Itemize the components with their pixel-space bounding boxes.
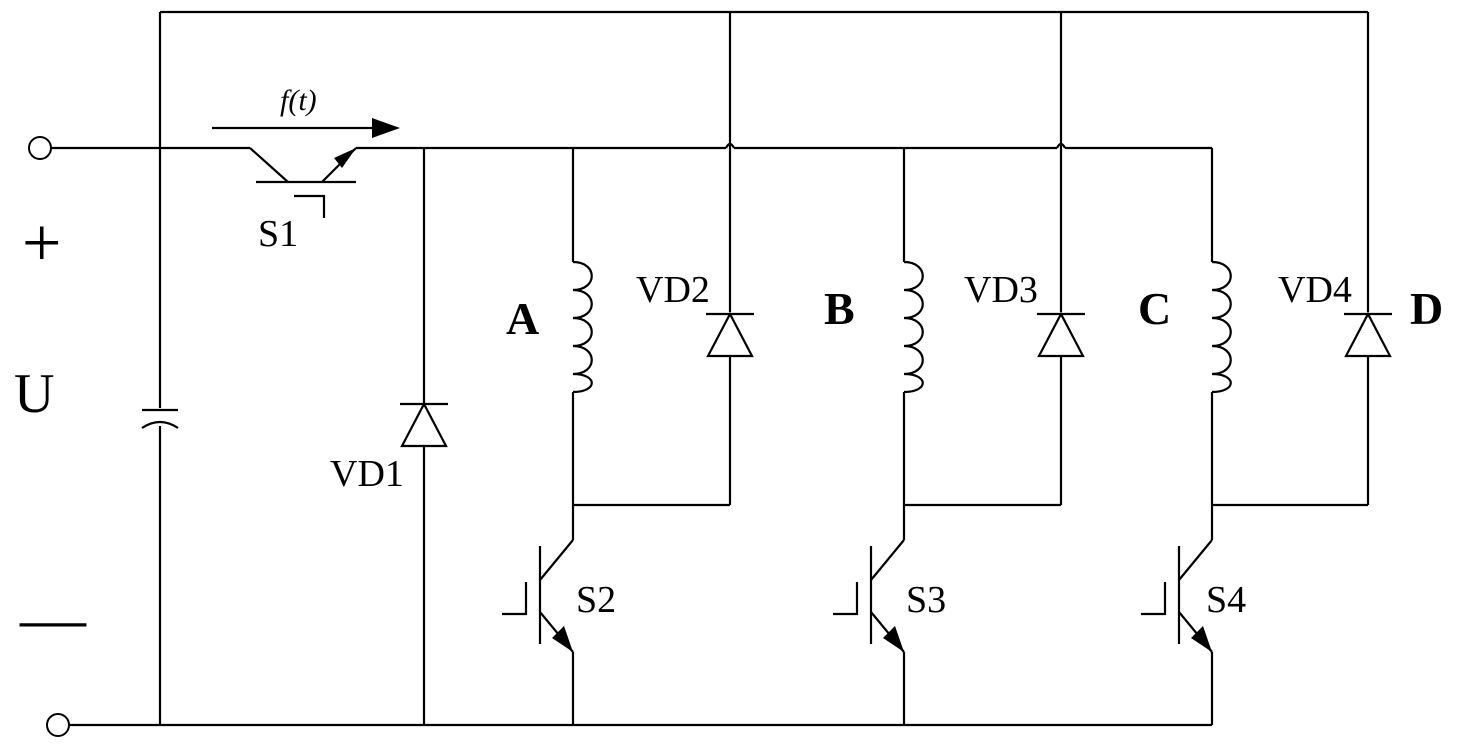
diode-vd2	[706, 314, 754, 356]
switch-label-s1: S1	[258, 213, 298, 255]
switch-s2	[502, 540, 573, 652]
diode-vd3	[1037, 314, 1085, 356]
switch-label-s4: S4	[1206, 579, 1246, 621]
plus-label: +	[22, 205, 61, 282]
wires	[52, 12, 1368, 725]
diode-label-vd2: VD2	[636, 269, 710, 311]
diode-vd4	[1344, 314, 1392, 356]
coil-b	[904, 262, 923, 392]
switch-label-s3: S3	[906, 579, 946, 621]
diode-label-vd1: VD1	[330, 453, 404, 495]
minus-label: —	[19, 582, 87, 655]
capacitor	[142, 410, 178, 428]
coil-a	[573, 262, 592, 392]
phase-label-c: C	[1138, 283, 1171, 334]
switch-s4	[1141, 540, 1212, 652]
coil-c	[1212, 262, 1231, 392]
s1-emitter-arrow-icon	[334, 148, 356, 168]
current-arrow	[212, 118, 400, 138]
phase-label-a: A	[506, 293, 539, 344]
diode-label-vd3: VD3	[964, 269, 1038, 311]
diode-label-vd4: VD4	[1278, 269, 1352, 311]
source-label: U	[14, 363, 54, 425]
phase-label-b: B	[824, 283, 855, 334]
phase-label-d: D	[1410, 283, 1443, 334]
switch-s1	[250, 148, 356, 218]
diode-vd1	[400, 404, 448, 446]
current-label: f(t)	[280, 84, 317, 117]
switch-s3	[833, 540, 904, 652]
positive-terminal	[29, 137, 51, 159]
negative-terminal	[47, 714, 69, 736]
current-arrow-head-icon	[372, 118, 400, 138]
switch-label-s2: S2	[576, 579, 616, 621]
